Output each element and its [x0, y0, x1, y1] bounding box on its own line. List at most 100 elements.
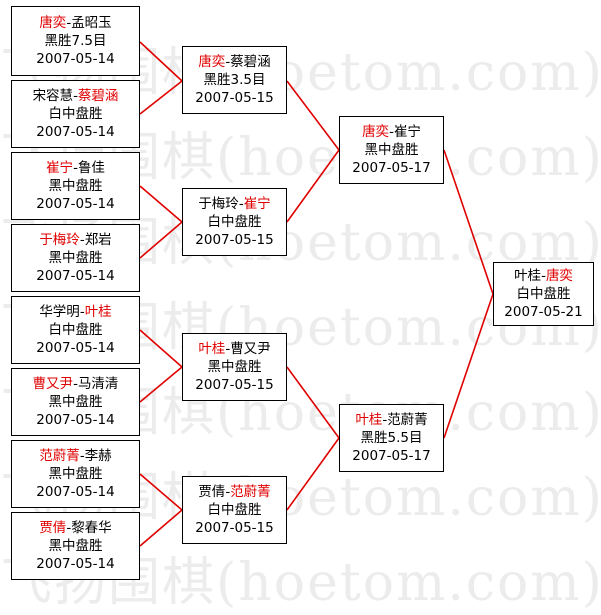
match-date: 2007-05-15	[195, 520, 274, 536]
player-black-name: 唐奕	[362, 124, 390, 140]
player-separator: -	[79, 448, 85, 464]
match-date: 2007-05-15	[195, 377, 274, 393]
match-date: 2007-05-17	[352, 448, 431, 464]
match-result: 黑中盘胜	[48, 178, 103, 194]
player-separator: -	[541, 268, 546, 284]
player-black-name: 唐奕	[39, 15, 67, 31]
player-white-name: 唐奕	[545, 268, 573, 284]
player-white-name: 蔡碧涵	[77, 88, 119, 104]
match-date: 2007-05-14	[36, 412, 115, 428]
match-players: 崔宁-鲁佳	[12, 159, 139, 177]
connector-r3m1-final	[443, 149, 494, 295]
match-players: 唐奕-蔡碧涵	[183, 53, 286, 71]
player-white-name: 郑岩	[84, 232, 112, 248]
player-white-name: 孟昭玉	[71, 15, 112, 31]
match-date: 2007-05-14	[36, 340, 115, 356]
match-date: 2007-05-14	[36, 124, 115, 140]
connector-r1m1-r2m1	[139, 41, 183, 82]
player-separator: -	[225, 54, 231, 70]
connector-r1m4-r2m2	[139, 221, 183, 259]
player-separator: -	[73, 376, 78, 392]
player-white-name: 李赫	[84, 448, 112, 464]
player-black-name: 叶桂	[355, 412, 383, 428]
player-separator: -	[73, 88, 78, 104]
connector-r1m7-r2m4	[139, 473, 183, 511]
player-white-name: 马清清	[77, 376, 119, 392]
match-box-r3m1: 唐奕-崔宁黑中盘胜 2007-05-17	[339, 116, 444, 184]
match-players: 范蔚菁-李赫	[12, 447, 139, 465]
player-separator: -	[79, 304, 85, 320]
player-black-name: 叶桂	[198, 341, 226, 357]
match-result: 白中盘胜	[207, 502, 262, 518]
player-white-name: 崔宁	[393, 124, 421, 140]
match-date: 2007-05-14	[36, 268, 115, 284]
match-result: 白中盘胜	[48, 106, 103, 122]
connector-r2m1-r3m1	[286, 80, 340, 151]
player-separator: -	[73, 160, 78, 176]
player-black-name: 于梅玲	[39, 232, 80, 248]
player-separator: -	[66, 520, 72, 536]
match-players: 宋容慧-蔡碧涵	[12, 87, 139, 105]
connector-r1m6-r2m3	[139, 366, 183, 403]
match-result: 黑中盘胜	[48, 538, 103, 554]
connector-r2m2-r3m1	[286, 149, 340, 223]
connector-r3m2-final	[443, 293, 494, 439]
player-black-name: 华学明	[39, 304, 80, 320]
match-players: 曹又尹-马清清	[12, 375, 139, 393]
match-result: 黑胜5.5目	[360, 430, 423, 446]
player-black-name: 贾倩	[39, 520, 67, 536]
match-players: 叶桂-曹又尹	[183, 340, 286, 358]
match-players: 贾倩-范蔚菁	[183, 483, 286, 501]
match-result: 黑中盘胜	[364, 142, 419, 158]
bracket-connectors	[139, 41, 494, 547]
player-white-name: 崔宁	[243, 196, 271, 212]
match-date: 2007-05-17	[352, 160, 431, 176]
match-players: 叶桂-唐奕	[494, 267, 593, 285]
player-black-name: 宋容慧	[32, 88, 74, 104]
match-result: 黑中盘胜	[48, 466, 103, 482]
match-players: 唐奕-崔宁	[340, 123, 443, 141]
player-white-name: 黎春华	[71, 520, 112, 536]
match-players: 贾倩-黎春华	[12, 519, 139, 537]
match-result: 黑胜3.5目	[203, 72, 266, 88]
player-white-name: 叶桂	[84, 304, 112, 320]
match-result: 黑中盘胜	[207, 359, 262, 375]
connector-r1m2-r2m1	[139, 80, 183, 115]
player-separator: -	[79, 232, 85, 248]
player-separator: -	[238, 196, 244, 212]
match-box-r2m4: 贾倩-范蔚菁白中盘胜 2007-05-15	[182, 476, 287, 544]
match-result: 黑胜7.5目	[44, 33, 107, 49]
player-white-name: 曹又尹	[230, 341, 271, 357]
player-separator: -	[382, 412, 388, 428]
player-black-name: 曹又尹	[32, 376, 74, 392]
player-black-name: 崔宁	[46, 160, 74, 176]
match-result: 白中盘胜	[48, 322, 103, 338]
match-date: 2007-05-15	[195, 232, 274, 248]
match-players: 华学明-叶桂	[12, 303, 139, 321]
player-separator: -	[225, 484, 231, 500]
player-white-name: 蔡碧涵	[230, 54, 271, 70]
player-separator: -	[225, 341, 231, 357]
player-black-name: 范蔚菁	[39, 448, 80, 464]
match-players: 唐奕-孟昭玉	[12, 14, 139, 32]
connector-r1m8-r2m4	[139, 509, 183, 547]
player-black-name: 叶桂	[514, 268, 542, 284]
match-box-r1m4: 于梅玲-郑岩黑中盘胜 2007-05-14	[11, 224, 140, 292]
connector-r1m5-r2m3	[139, 329, 183, 368]
match-date: 2007-05-21	[504, 304, 583, 320]
match-result: 黑中盘胜	[48, 250, 103, 266]
connector-r1m3-r2m2	[139, 185, 183, 223]
match-result: 黑中盘胜	[48, 394, 103, 410]
match-result: 白中盘胜	[516, 286, 571, 302]
player-separator: -	[66, 15, 72, 31]
